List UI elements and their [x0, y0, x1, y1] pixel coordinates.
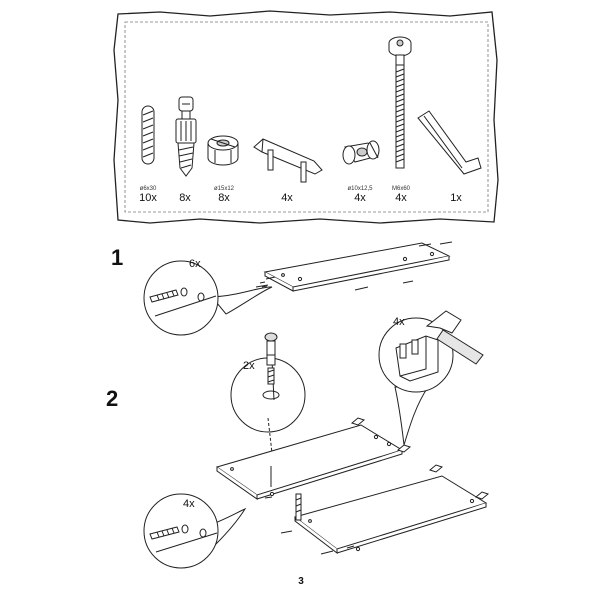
parts-panel	[113, 10, 499, 224]
step-1-dowels	[255, 241, 453, 291]
shelf-support-icon	[253, 138, 323, 183]
part-quantity-barrel-nut: 4x	[354, 192, 366, 204]
part-dimension-connector-bolt: M6x60	[391, 186, 411, 192]
part-quantity-cam-lock: 8x	[218, 192, 230, 204]
part-dimension-cam-lock: ø15x12	[213, 186, 235, 192]
barrel-nut-icon	[342, 140, 380, 165]
page-number: 3	[298, 576, 304, 587]
step-2-upper-panel	[215, 417, 412, 500]
step-2-detail-circle	[143, 493, 247, 569]
cam-lock-icon	[207, 135, 239, 166]
step-1-dowel-count: 6x	[189, 258, 201, 270]
part-dimension-barrel-nut: ø10x12,5	[347, 186, 373, 192]
part-quantity-dowel: 10x	[139, 192, 157, 204]
part-dimension-dowel: ø6x30	[139, 186, 157, 192]
step-1-panel	[263, 242, 451, 292]
step-1-detail-circle	[143, 260, 273, 336]
step-2-dowel-count: 4x	[183, 498, 195, 510]
camlock-detail-circle	[230, 332, 306, 454]
part-quantity-allen-key: 1x	[450, 192, 462, 204]
allen-key-icon	[417, 110, 482, 175]
step-2-camlock-count: 2x	[243, 360, 255, 372]
step-2-support-count: 4x	[393, 316, 405, 328]
connector-bolt-icon	[388, 36, 412, 169]
part-quantity-cam-bolt: 8x	[179, 192, 191, 204]
part-quantity-shelf-support: 4x	[281, 192, 293, 204]
step-2-lower-panel	[280, 464, 490, 555]
hammer-detail-circle	[378, 310, 484, 446]
step-number-2: 2	[106, 386, 119, 411]
part-quantity-connector-bolt: 4x	[395, 192, 407, 204]
dowel-icon	[141, 105, 155, 165]
step-number-1: 1	[111, 245, 124, 270]
cam-bolt-icon	[175, 96, 197, 177]
